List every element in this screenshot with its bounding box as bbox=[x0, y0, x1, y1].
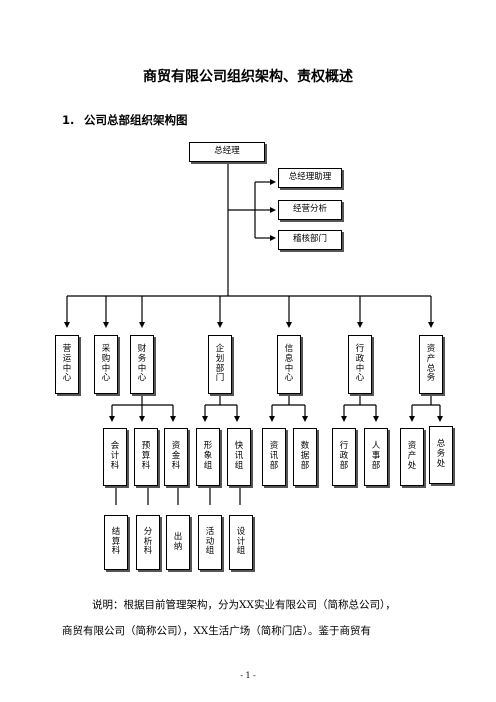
body-line-1: 说明：根据目前管理架构，分为XX实业有限公司（简称总公司）， bbox=[92, 599, 396, 611]
node-info-center: 信息中心 bbox=[277, 335, 301, 394]
node-analysis-label: 分析科 bbox=[143, 526, 153, 557]
node-operations-center-label: 营运中心 bbox=[62, 343, 72, 384]
node-data-dept-label: 数据部 bbox=[300, 441, 310, 471]
node-flyer-group: 快讯组 bbox=[227, 428, 251, 486]
section-title: 公司总部组织架构图 bbox=[84, 113, 188, 127]
node-finance-center-label: 财务中心 bbox=[137, 343, 147, 384]
node-settlement-label: 结算科 bbox=[111, 526, 121, 557]
node-accounting: 会计科 bbox=[103, 428, 127, 486]
page-number: - 1 - bbox=[240, 671, 256, 680]
node-general-manager: 总经理 bbox=[189, 142, 265, 162]
node-funds: 资金科 bbox=[164, 428, 188, 486]
document-title: 商贸有限公司组织架构、责权概述 bbox=[143, 69, 353, 85]
node-information-dept-label: 资讯部 bbox=[269, 441, 279, 471]
node-planning-dept-label: 企划部门 bbox=[215, 343, 225, 384]
node-cashier-label: 出纳 bbox=[173, 531, 183, 552]
node-events-group: 活动组 bbox=[198, 515, 222, 570]
node-business-analysis: 经营分析 bbox=[278, 200, 342, 220]
node-image-group-label: 形象组 bbox=[203, 441, 213, 471]
node-procurement-center: 采购中心 bbox=[94, 335, 118, 394]
section-heading: 1. 公司总部组织架构图 bbox=[62, 112, 188, 128]
section-number: 1. bbox=[62, 113, 75, 127]
node-admin-center-label: 行政中心 bbox=[355, 343, 365, 384]
node-events-group-label: 活动组 bbox=[205, 526, 215, 557]
node-procurement-center-label: 采购中心 bbox=[101, 343, 111, 384]
node-flyer-group-label: 快讯组 bbox=[234, 441, 244, 471]
node-general-affairs-office-label: 总务处 bbox=[436, 439, 446, 469]
node-planning-dept: 企划部门 bbox=[208, 335, 232, 394]
node-administration-dept-label: 行政部 bbox=[339, 441, 349, 471]
node-administration-dept: 行政部 bbox=[332, 428, 356, 486]
node-audit-dept: 稽核部门 bbox=[278, 230, 342, 250]
body-line-2: 商贸有限公司（简称公司），XX生活广场（简称门店）。鉴于商贸有 bbox=[62, 625, 371, 637]
node-asset-general-affairs: 资产总务 bbox=[419, 335, 443, 394]
node-asset-office-label: 资产处 bbox=[407, 441, 417, 471]
node-general-affairs-office: 总务处 bbox=[429, 426, 453, 484]
node-hr-dept: 人事部 bbox=[364, 428, 388, 486]
node-gm-assistant: 总经理助理 bbox=[278, 168, 342, 188]
node-finance-center: 财务中心 bbox=[130, 335, 154, 394]
node-asset-general-affairs-label: 资产总务 bbox=[426, 343, 436, 384]
node-admin-center: 行政中心 bbox=[348, 335, 372, 394]
node-design-group-label: 设计组 bbox=[236, 526, 246, 557]
node-budget: 预算科 bbox=[134, 428, 158, 486]
node-hr-dept-label: 人事部 bbox=[371, 441, 381, 471]
node-asset-office: 资产处 bbox=[400, 428, 424, 486]
node-image-group: 形象组 bbox=[196, 428, 220, 486]
node-accounting-label: 会计科 bbox=[110, 441, 120, 471]
node-cashier: 出纳 bbox=[166, 515, 190, 570]
node-design-group: 设计组 bbox=[229, 515, 253, 570]
node-budget-label: 预算科 bbox=[141, 441, 151, 471]
node-data-dept: 数据部 bbox=[293, 428, 317, 486]
node-settlement: 结算科 bbox=[104, 515, 128, 570]
node-operations-center: 营运中心 bbox=[55, 335, 79, 394]
node-funds-label: 资金科 bbox=[171, 441, 181, 471]
node-analysis: 分析科 bbox=[136, 515, 160, 570]
node-info-center-label: 信息中心 bbox=[284, 343, 294, 384]
node-information-dept: 资讯部 bbox=[262, 428, 286, 486]
